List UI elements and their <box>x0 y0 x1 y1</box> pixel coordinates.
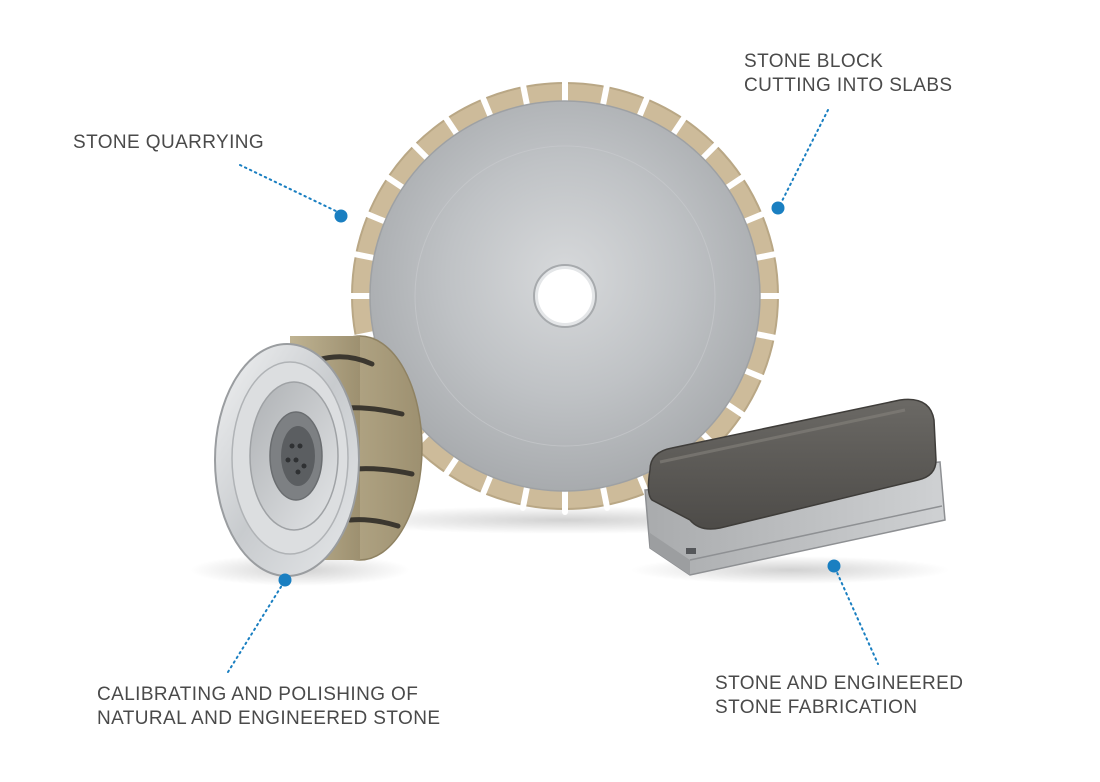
calibrating-wheel-icon <box>190 335 423 586</box>
label-line: STONE BLOCK <box>744 51 884 72</box>
label-line: CUTTING INTO SLABS <box>744 75 953 96</box>
calibrating-polishing-label: CALIBRATING AND POLISHING OF NATURAL AND… <box>97 683 440 731</box>
callout-leaders <box>227 109 879 673</box>
segmented-saw-blade-icon <box>325 77 805 534</box>
stone-quarrying-label: STONE QUARRYING <box>73 131 264 155</box>
label-line: STONE QUARRYING <box>73 132 265 153</box>
label-line: CALIBRATING AND POLISHING OF <box>97 684 419 705</box>
quarrying-leader <box>239 164 341 214</box>
fabrication-leader <box>834 567 879 665</box>
calibrating-dot-icon <box>278 573 292 587</box>
stone-block-cutting-label: STONE BLOCK CUTTING INTO SLABS <box>744 50 953 98</box>
abrasive-block-icon <box>630 398 950 584</box>
label-line: STONE FABRICATION <box>715 697 918 718</box>
label-line: STONE AND ENGINEERED <box>715 673 964 694</box>
calibrating-leader <box>227 581 285 673</box>
stone-fabrication-label: STONE AND ENGINEERED STONE FABRICATION <box>715 672 963 720</box>
block-cutting-dot-icon <box>771 201 785 215</box>
quarrying-dot-icon <box>334 209 348 223</box>
label-line: NATURAL AND ENGINEERED STONE <box>97 708 441 729</box>
block-cutting-leader <box>779 109 829 206</box>
fabrication-dot-icon <box>827 559 841 573</box>
